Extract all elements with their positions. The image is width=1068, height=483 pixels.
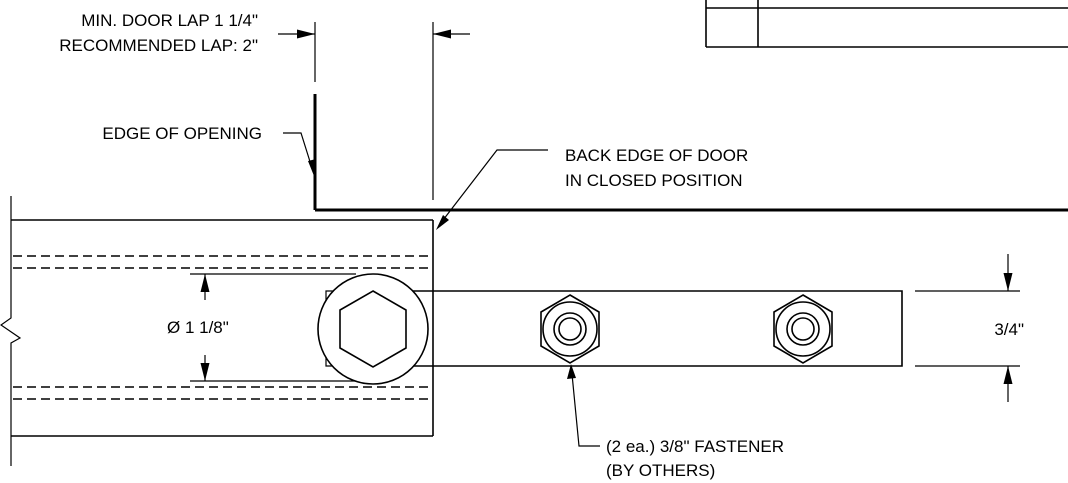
- back-edge-of-door-leader: BACK EDGE OF DOOR IN CLOSED POSITION: [436, 146, 748, 230]
- door-lap-label-line1: MIN. DOOR LAP 1 1/4": [81, 11, 258, 30]
- height-dimension-label: 3/4": [994, 320, 1024, 339]
- diameter-dimension: Ø 1 1/8": [167, 273, 356, 382]
- edge-of-opening-label: EDGE OF OPENING: [102, 124, 262, 143]
- fastener-nut-1: [540, 294, 600, 364]
- fastener-leader: (2 ea.) 3/8" FASTENER (BY OTHERS): [567, 364, 784, 480]
- height-dimension: 3/4": [915, 254, 1024, 402]
- fastener-nut-2: [773, 294, 833, 364]
- fastener-label-line2: (BY OTHERS): [606, 461, 715, 480]
- back-edge-label-line1: BACK EDGE OF DOOR: [565, 146, 748, 165]
- edge-of-opening: EDGE OF OPENING: [102, 94, 1068, 212]
- fastener-label-line1: (2 ea.) 3/8" FASTENER: [606, 437, 784, 456]
- hex-bolt-head: [317, 273, 429, 385]
- door-lap-dimension: MIN. DOOR LAP 1 1/4" RECOMMENDED LAP: 2": [59, 11, 470, 200]
- tube-hidden-lines: [13, 255, 433, 400]
- back-edge-label-line2: IN CLOSED POSITION: [565, 171, 743, 190]
- title-block-fragment: [705, 0, 1068, 48]
- door-lap-label-line2: RECOMMENDED LAP: 2": [59, 36, 258, 55]
- diameter-label: Ø 1 1/8": [167, 318, 229, 337]
- door-body: [0, 196, 434, 466]
